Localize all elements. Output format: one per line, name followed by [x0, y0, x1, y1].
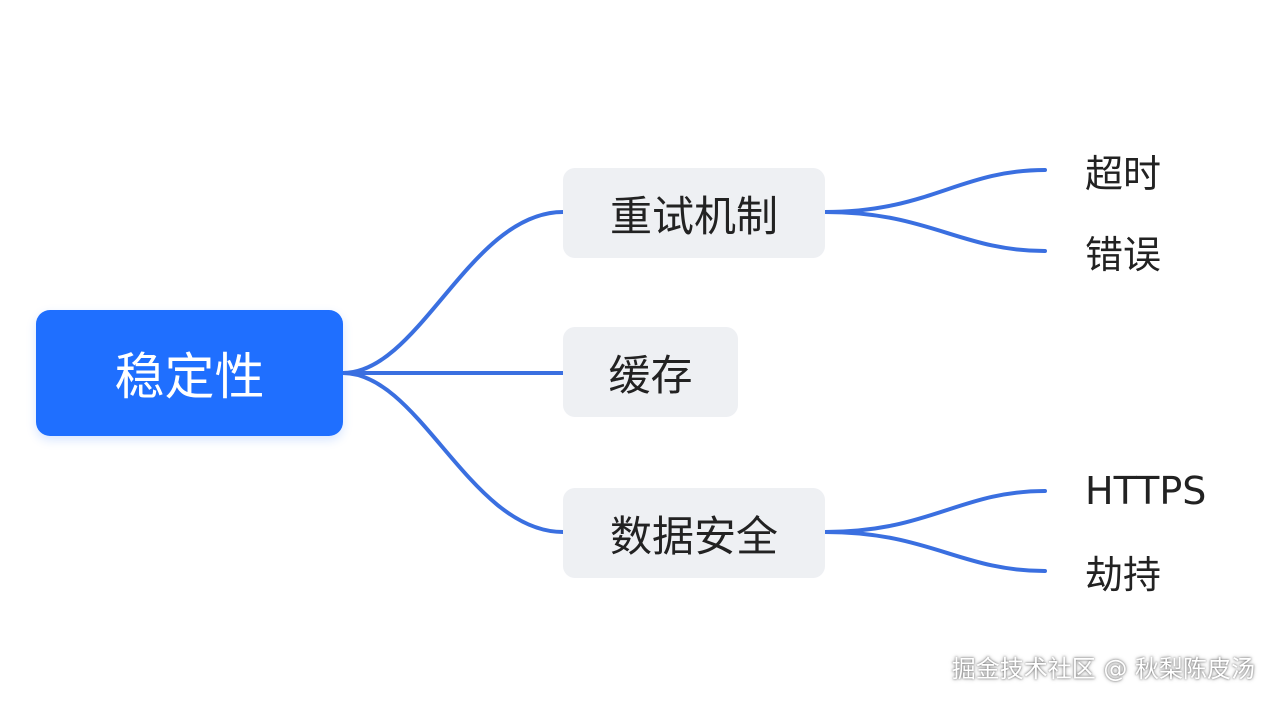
connector-retry-to-error	[823, 210, 1047, 253]
branch-node-data-security[interactable]: 数据安全	[563, 488, 825, 578]
leaf-node-label: HTTPS	[1085, 469, 1207, 513]
branch-node-retry[interactable]: 重试机制	[563, 168, 825, 258]
connector-security-to-https	[823, 489, 1047, 534]
branch-node-cache[interactable]: 缓存	[563, 327, 738, 417]
leaf-node-hijack[interactable]: 劫持	[1085, 546, 1162, 597]
leaf-node-error[interactable]: 错误	[1085, 226, 1162, 277]
branch-node-label: 重试机制	[609, 191, 778, 241]
connector-security-to-hijack	[823, 530, 1047, 573]
connector-root-to-data-security	[341, 371, 565, 534]
leaf-node-label: 超时	[1085, 151, 1162, 196]
connector-retry-to-timeout	[823, 168, 1047, 214]
branch-node-label: 数据安全	[609, 511, 778, 561]
footer-credit: 掘金技术社区 @ 秋梨陈皮汤	[951, 655, 1255, 683]
leaf-node-label: 错误	[1085, 232, 1162, 277]
root-node-label: 稳定性	[114, 348, 265, 406]
leaf-node-label: 劫持	[1085, 552, 1162, 597]
root-node[interactable]: 稳定性	[36, 310, 343, 436]
connector-root-to-retry	[341, 210, 565, 375]
leaf-node-timeout[interactable]: 超时	[1085, 145, 1162, 196]
branch-node-label: 缓存	[608, 350, 693, 400]
leaf-node-https[interactable]: HTTPS	[1085, 466, 1206, 516]
